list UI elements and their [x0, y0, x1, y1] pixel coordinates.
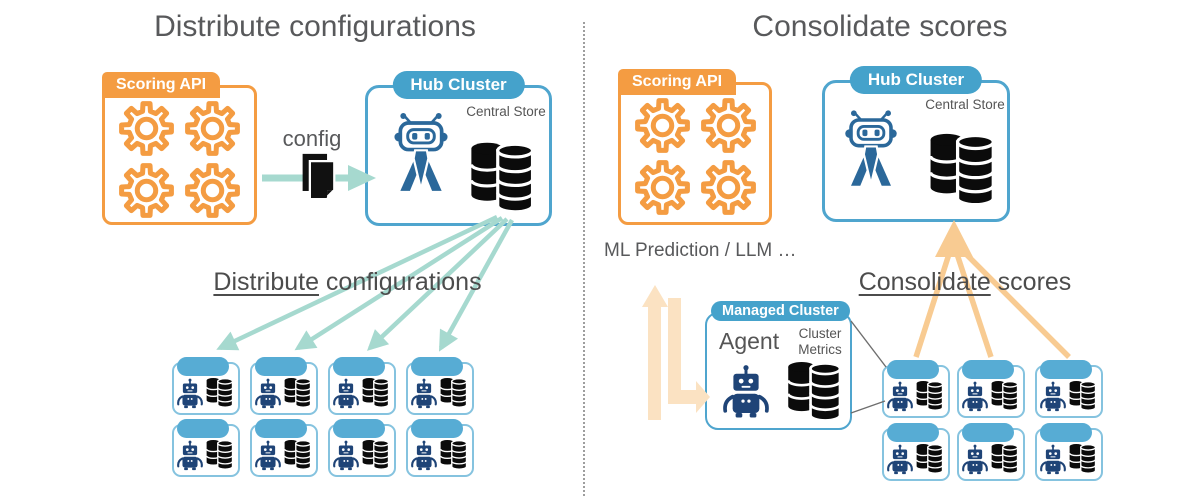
- worker-cluster-header: [177, 357, 229, 376]
- robot-icon: [333, 440, 359, 471]
- robot-icon: [177, 440, 203, 471]
- left-panel-title: Distribute configurations: [154, 10, 476, 43]
- database-stack-icon: [462, 138, 544, 216]
- distribute-flow-label-rest: configurations: [318, 268, 482, 296]
- hub-cluster-box: Hub Cluster Central Store: [822, 66, 1010, 222]
- gear-icon: [634, 97, 691, 154]
- ml-prediction-label: ML Prediction / LLM …: [604, 240, 797, 261]
- worker-cluster-header: [177, 419, 229, 438]
- robot-icon: [887, 381, 913, 412]
- hub-cluster-label: Hub Cluster: [392, 71, 525, 99]
- consolidate-flow-label: Consolidate scores: [800, 268, 1130, 297]
- database-stack-icon: [915, 379, 945, 412]
- database-stack-icon: [1068, 379, 1098, 412]
- gear-grid: [105, 100, 254, 219]
- robot-icon: [333, 378, 359, 409]
- scoring-api-box: Scoring API: [618, 69, 772, 225]
- config-file-icon: [299, 151, 337, 202]
- robot-icon: [255, 440, 281, 471]
- worker-cluster-header: [1040, 423, 1092, 442]
- distribute-flow-label-underlined: Distribute: [213, 268, 319, 296]
- worker-cluster-box: [957, 360, 1025, 418]
- worker-cluster-box: [406, 357, 474, 415]
- worker-cluster-box: [882, 423, 950, 481]
- central-store-label: Central Store: [466, 104, 546, 119]
- worker-cluster-header: [333, 357, 385, 376]
- robot-icon: [841, 109, 901, 191]
- worker-cluster-box: [406, 419, 474, 477]
- worker-cluster-header: [411, 419, 463, 438]
- worker-cluster-box: [1035, 360, 1103, 418]
- robot-icon: [962, 381, 988, 412]
- robot-icon: [723, 364, 769, 419]
- worker-cluster-header: [255, 357, 307, 376]
- agent-label: Agent: [719, 328, 780, 354]
- robot-icon: [390, 112, 452, 196]
- worker-cluster-header: [1040, 360, 1092, 379]
- robot-icon: [1040, 381, 1066, 412]
- central-store-label: Central Store: [925, 97, 1005, 112]
- database-stack-icon: [361, 438, 391, 471]
- worker-cluster-box: [172, 419, 240, 477]
- gear-icon: [700, 97, 757, 154]
- worker-cluster-header: [887, 423, 939, 442]
- worker-cluster-header: [255, 419, 307, 438]
- scoring-api-label: Scoring API: [618, 69, 737, 95]
- robot-icon: [177, 378, 203, 409]
- worker-cluster-header: [887, 360, 939, 379]
- database-stack-icon: [361, 376, 391, 409]
- config-label: config: [282, 126, 342, 151]
- robot-icon: [887, 444, 913, 475]
- worker-cluster-header: [962, 423, 1014, 442]
- database-stack-icon: [1068, 442, 1098, 475]
- gear-grid: [621, 97, 769, 216]
- worker-cluster-header: [411, 357, 463, 376]
- database-stack-icon: [439, 376, 469, 409]
- database-stack-icon: [921, 129, 1005, 209]
- gear-icon: [700, 159, 757, 216]
- worker-cluster-header: [962, 360, 1014, 379]
- hub-cluster-box: Hub Cluster Central Store: [365, 71, 552, 226]
- robot-icon: [255, 378, 281, 409]
- worker-cluster-box: [172, 357, 240, 415]
- gear-icon: [118, 162, 175, 219]
- database-stack-icon: [205, 438, 235, 471]
- worker-cluster-box: [328, 357, 396, 415]
- right-panel-title: Consolidate scores: [752, 10, 1008, 43]
- worker-cluster-header: [333, 419, 385, 438]
- gear-icon: [118, 100, 175, 157]
- robot-icon: [411, 440, 437, 471]
- cluster-metrics-label: Cluster Metrics: [798, 326, 842, 357]
- database-stack-icon: [915, 442, 945, 475]
- hub-cluster-label: Hub Cluster: [849, 66, 983, 94]
- database-stack-icon: [990, 442, 1020, 475]
- consolidate-flow-label-underlined: Consolidate: [858, 268, 991, 296]
- panel-divider: [583, 22, 585, 496]
- gear-icon: [184, 162, 241, 219]
- database-stack-icon: [205, 376, 235, 409]
- database-stack-icon: [990, 379, 1020, 412]
- consolidate-flow-label-rest: scores: [990, 268, 1072, 296]
- managed-cluster-label: Managed Cluster: [711, 301, 850, 321]
- managed-cluster-box: Managed Cluster Agent Cluster Metrics: [705, 301, 852, 430]
- scoring-api-label: Scoring API: [102, 72, 221, 98]
- worker-cluster-box: [328, 419, 396, 477]
- database-stack-icon: [283, 438, 313, 471]
- distribute-flow-label: Distribute configurations: [180, 268, 515, 297]
- worker-cluster-box: [882, 360, 950, 418]
- database-stack-icon: [785, 358, 845, 424]
- database-stack-icon: [283, 376, 313, 409]
- robot-icon: [411, 378, 437, 409]
- database-stack-icon: [439, 438, 469, 471]
- scoring-api-box: Scoring API: [102, 72, 257, 225]
- worker-cluster-box: [250, 357, 318, 415]
- robot-icon: [1040, 444, 1066, 475]
- worker-cluster-box: [1035, 423, 1103, 481]
- gear-icon: [634, 159, 691, 216]
- worker-cluster-box: [957, 423, 1025, 481]
- worker-cluster-box: [250, 419, 318, 477]
- robot-icon: [962, 444, 988, 475]
- gear-icon: [184, 100, 241, 157]
